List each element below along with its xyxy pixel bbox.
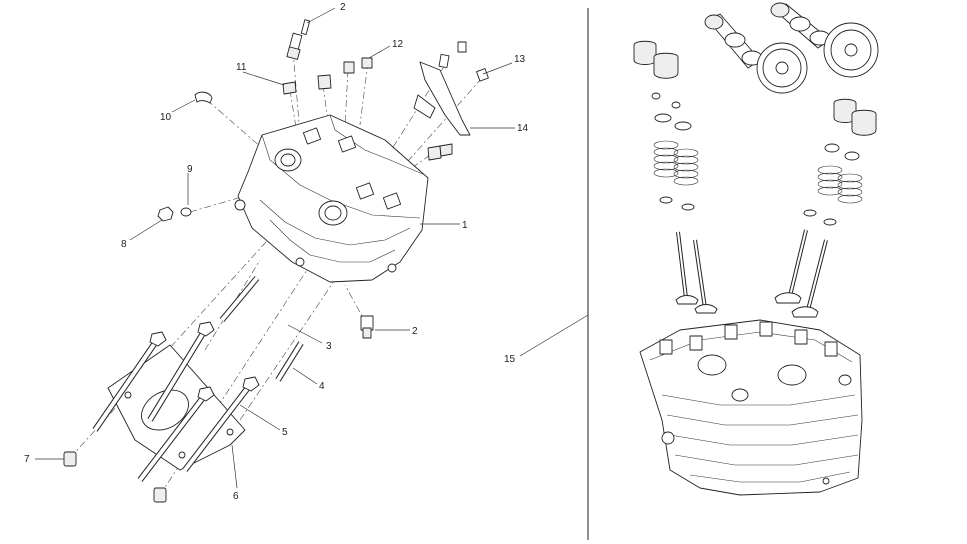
assembled-cylinder-head bbox=[639, 319, 863, 496]
callout-4: 4 bbox=[319, 381, 325, 392]
tappet-buckets bbox=[633, 40, 877, 136]
callout-3: 3 bbox=[326, 341, 332, 352]
cylinder-head bbox=[234, 114, 429, 283]
long-bolts bbox=[92, 321, 260, 482]
callout-2-top: 2 bbox=[340, 2, 346, 13]
right-assembly-view bbox=[633, 2, 879, 496]
leader-lines bbox=[35, 7, 589, 489]
callout-2-bottom: 2 bbox=[412, 326, 418, 337]
left-exploded-view bbox=[35, 7, 589, 503]
callout-13: 13 bbox=[514, 54, 526, 65]
callout-5: 5 bbox=[282, 427, 288, 438]
callout-7: 7 bbox=[24, 454, 30, 465]
bracket-assembly bbox=[413, 41, 489, 136]
valve-caps bbox=[282, 57, 453, 161]
callout-1: 1 bbox=[462, 220, 468, 231]
studs bbox=[219, 276, 304, 382]
callout-11: 11 bbox=[236, 62, 247, 73]
spark-plug-top bbox=[286, 19, 311, 60]
callout-9: 9 bbox=[187, 164, 193, 175]
callout-10: 10 bbox=[160, 112, 172, 123]
nut-washer bbox=[157, 206, 192, 222]
camshafts bbox=[704, 2, 879, 94]
callout-labels: 2 11 12 13 14 10 9 8 1 2 3 4 5 6 7 15 bbox=[24, 2, 529, 502]
callout-14: 14 bbox=[517, 123, 529, 134]
callout-12: 12 bbox=[392, 39, 404, 50]
valve-springs-left bbox=[651, 92, 699, 211]
callout-8: 8 bbox=[121, 239, 127, 250]
callout-6: 6 bbox=[233, 491, 239, 502]
valves bbox=[675, 229, 828, 318]
head-gasket bbox=[107, 344, 246, 471]
dowels bbox=[63, 451, 167, 503]
callout-15: 15 bbox=[504, 354, 516, 365]
valve-springs-right bbox=[803, 143, 863, 226]
pipe-fitting bbox=[194, 91, 213, 104]
spark-plug-bottom bbox=[360, 315, 374, 339]
